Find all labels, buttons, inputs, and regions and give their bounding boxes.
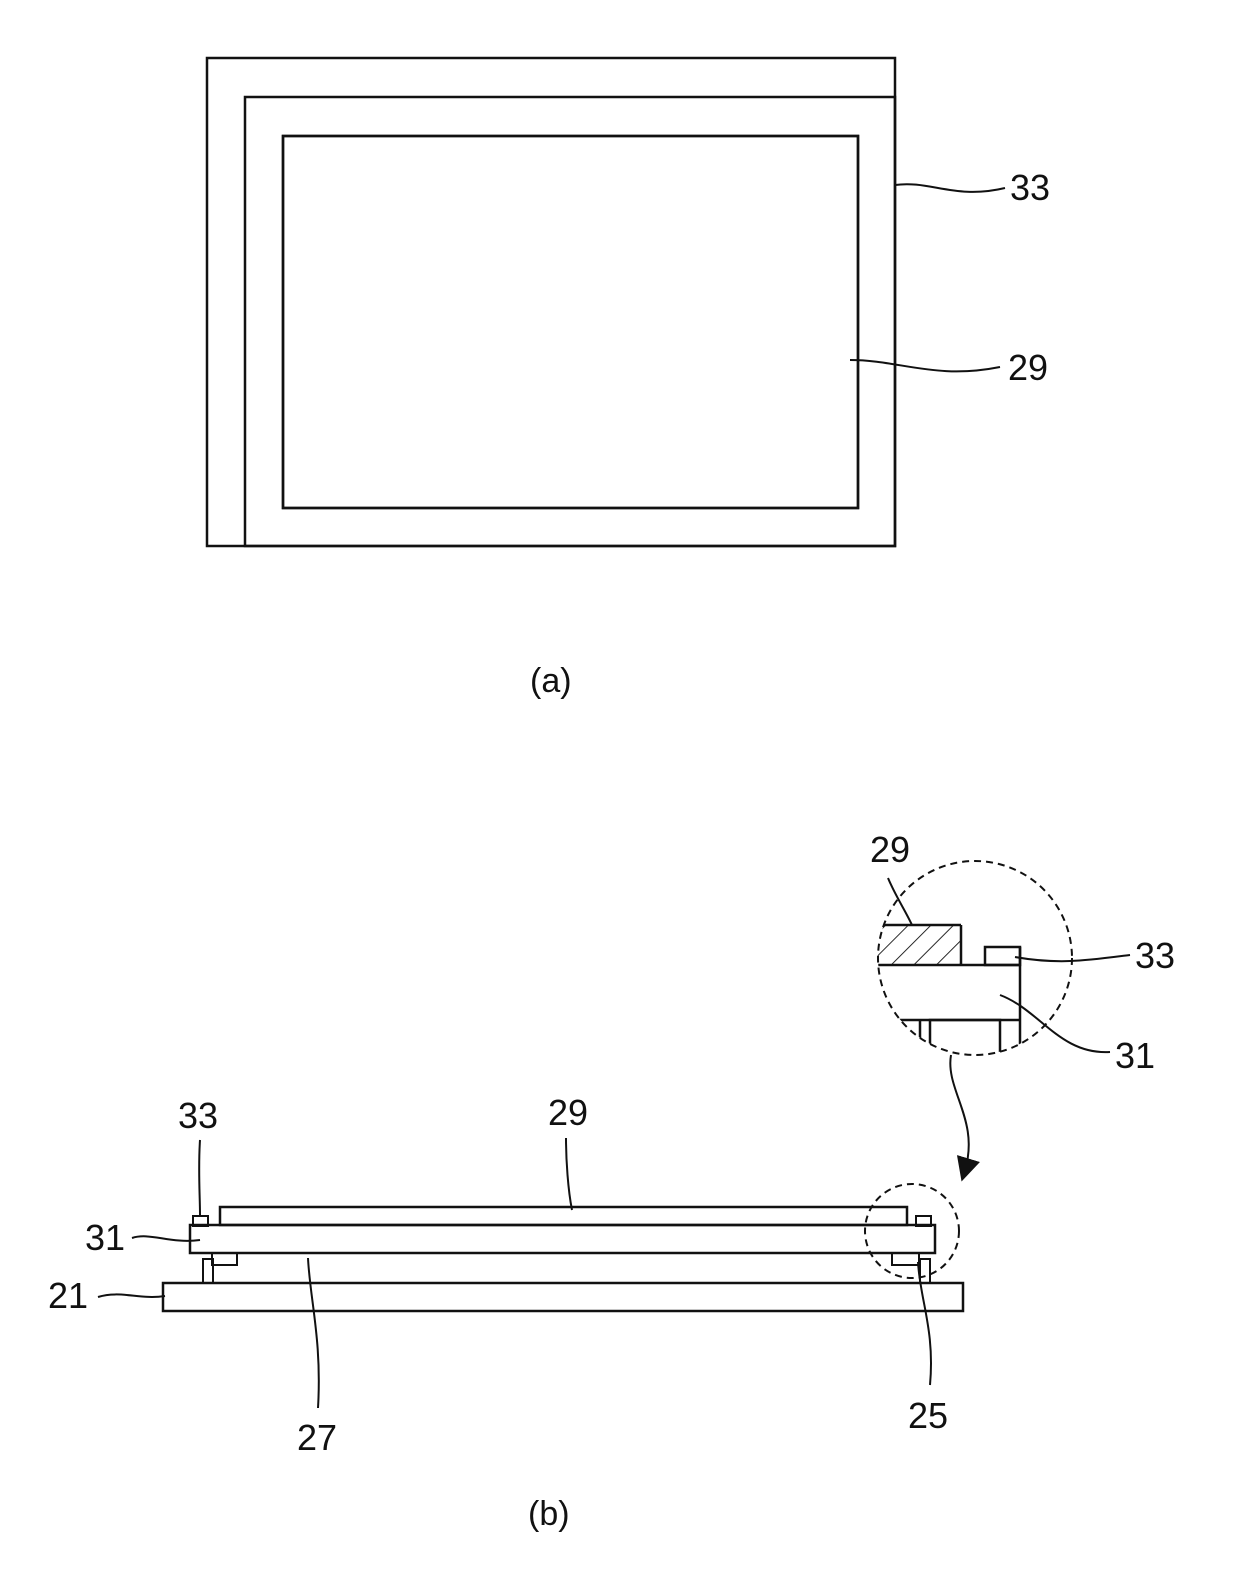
detail-marker-circle [865,1184,959,1278]
label-29-a: 29 [1008,347,1048,388]
layer-21-substrate [163,1283,963,1311]
caption-a: (a) [530,662,572,700]
label-33-detail: 33 [1135,935,1175,976]
label-29-b: 29 [548,1092,588,1133]
caption-b: (b) [528,1495,570,1533]
label-25-b: 25 [908,1395,948,1436]
leader-21-b [98,1294,165,1297]
layer-29-hatch [283,136,858,508]
outer-substrate [207,58,895,546]
figure-a: 33 29 (a) [207,58,1050,700]
leader-29-detail [888,878,912,925]
leader-33-b [199,1140,200,1215]
label-33-b: 33 [178,1095,218,1136]
leader-29-b [566,1138,572,1210]
leader-29-a [850,360,1000,371]
label-31-detail: 31 [1115,1035,1155,1076]
label-29-detail: 29 [870,829,910,870]
label-27-b: 27 [297,1417,337,1458]
label-33-a: 33 [1010,167,1050,208]
layer-33-region [245,97,895,546]
layer-31-plate [190,1225,935,1253]
layer-25-left [212,1253,237,1265]
leader-33-a [895,184,1005,192]
label-21-b: 21 [48,1275,88,1316]
leader-31-detail [1000,995,1110,1052]
label-31-b: 31 [85,1217,125,1258]
leader-27-b [308,1258,319,1408]
layer-25-right [892,1253,919,1265]
layer-29-strip [220,1207,907,1225]
detail-arrow [950,1055,968,1170]
layer-29-region [283,136,858,508]
figure-b: 29 33 31 33 29 31 21 27 25 (b) [48,829,1175,1533]
support-right [920,1259,930,1283]
